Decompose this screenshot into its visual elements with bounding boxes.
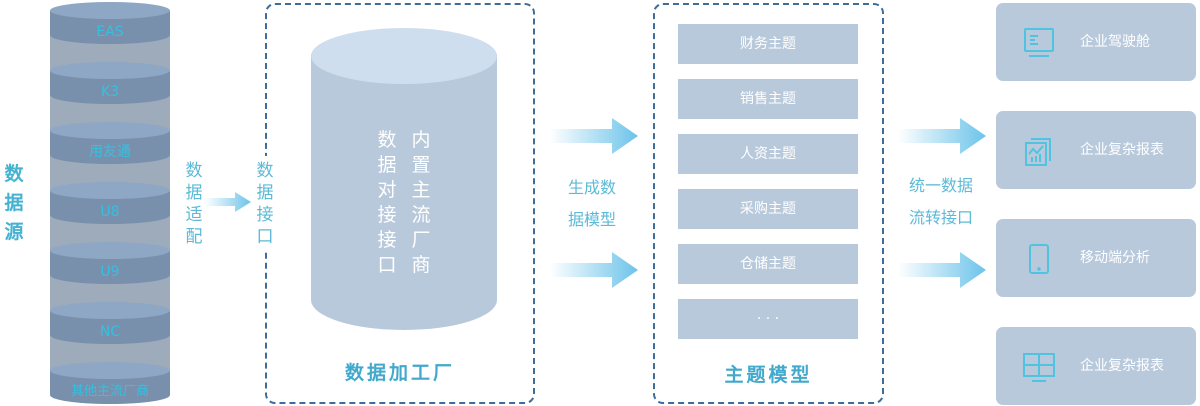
theme-item-finance[interactable]: 财务主题 xyxy=(678,24,858,64)
arrow-right-icon xyxy=(898,116,988,156)
data-factory-title: 数据加工厂 xyxy=(344,362,455,384)
output-card-complex-report[interactable]: 企业复杂报表 xyxy=(996,111,1196,189)
arrow-right-icon xyxy=(205,190,251,214)
theme-model-box xyxy=(653,3,884,404)
label-char: 数 xyxy=(256,161,274,181)
source-label: 其他主流厂商 xyxy=(70,384,149,399)
source-label: U9 xyxy=(100,264,120,280)
cylinder-text-left: 数据 对接 接口 xyxy=(377,129,397,276)
label-char: 口 xyxy=(256,227,274,247)
table-grid-icon xyxy=(1022,350,1056,384)
source-label: 用友通 xyxy=(89,144,131,160)
data-adapter-label: 数 据 适 配 xyxy=(184,160,204,248)
title-char: 据 xyxy=(4,192,24,214)
chart-report-icon xyxy=(1022,134,1056,168)
source-disk-u8[interactable]: U8 xyxy=(50,182,170,224)
theme-item-warehouse[interactable]: 仓储主题 xyxy=(678,244,858,284)
arrow-right-icon xyxy=(898,250,988,290)
theme-item-sales[interactable]: 销售主题 xyxy=(678,79,858,119)
output-card-cockpit[interactable]: 企业驾驶舱 xyxy=(996,3,1196,81)
arrow-right-icon xyxy=(550,116,640,156)
label-char: 适 xyxy=(185,205,203,225)
source-label: NC xyxy=(99,324,121,340)
source-disk-nc[interactable]: NC xyxy=(50,302,170,344)
theme-item-purchase[interactable]: 采购主题 xyxy=(678,189,858,229)
theme-model-title: 主题模型 xyxy=(724,364,813,386)
cylinder-text-right: 内置 主流 厂商 xyxy=(411,129,431,276)
data-source-stack: EAS K3 用友通 U8 U9 NC 其他主流厂商 xyxy=(50,0,170,406)
output-card-complex-report-2[interactable]: 企业复杂报表 xyxy=(996,327,1196,405)
source-label: K3 xyxy=(100,84,120,100)
output-card-mobile-analysis[interactable]: 移动端分析 xyxy=(996,219,1196,297)
source-disk-yongyoutong[interactable]: 用友通 xyxy=(50,122,170,164)
data-source-title: 数 据 源 xyxy=(2,160,26,247)
source-disk-others[interactable]: 其他主流厂商 xyxy=(50,362,170,404)
unified-interface-label: 统一数据 流转接口 xyxy=(908,176,973,227)
label-char: 配 xyxy=(185,227,203,247)
arrow-right-icon xyxy=(550,250,640,290)
theme-item-more[interactable]: · · · xyxy=(678,299,858,339)
interface-label-bg xyxy=(254,156,276,252)
data-interface-label: 数 据 接 口 xyxy=(255,160,275,248)
output-label: 移动端分析 xyxy=(1080,250,1150,266)
title-char: 源 xyxy=(4,221,24,243)
source-label: U8 xyxy=(100,204,120,220)
output-label: 企业驾驶舱 xyxy=(1080,34,1150,50)
label-char: 据 xyxy=(256,183,274,203)
dashboard-screen-icon xyxy=(1022,26,1056,60)
label-char: 数 xyxy=(185,161,203,181)
title-char: 数 xyxy=(4,163,24,185)
mobile-phone-icon xyxy=(1022,242,1056,276)
output-label: 企业复杂报表 xyxy=(1080,358,1164,374)
theme-item-hr[interactable]: 人资主题 xyxy=(678,134,858,174)
output-label: 企业复杂报表 xyxy=(1080,142,1164,158)
source-disk-k3[interactable]: K3 xyxy=(50,62,170,104)
source-label: EAS xyxy=(96,24,124,40)
source-disk-u9[interactable]: U9 xyxy=(50,242,170,284)
label-char: 据 xyxy=(185,183,203,203)
source-disk-eas[interactable]: EAS xyxy=(50,2,170,44)
factory-cylinder: 数据 对接 接口 内置 主流 厂商 xyxy=(311,28,497,330)
label-char: 接 xyxy=(256,205,274,225)
generate-model-label: 生成数 据模型 xyxy=(567,178,616,229)
